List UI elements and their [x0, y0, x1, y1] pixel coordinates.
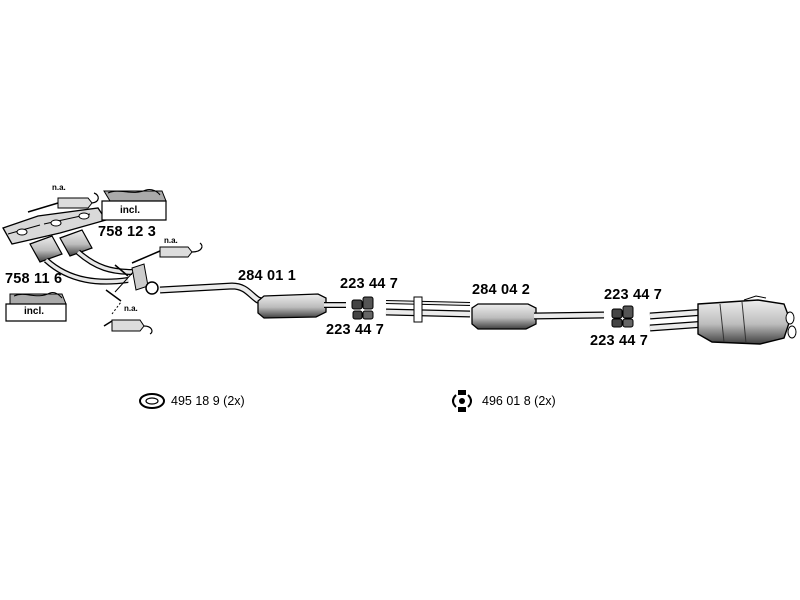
- incl-label-top: incl.: [120, 205, 141, 216]
- not-available-label-middle: n.a.: [164, 236, 178, 245]
- gasket-ring-icon: [139, 393, 165, 409]
- legend-rubber-mount-qty: (2x): [534, 394, 556, 408]
- part-number-middle-silencer[interactable]: 284 04 2: [472, 282, 531, 298]
- middle-silencer[interactable]: [385, 296, 605, 330]
- part-number-front-pipe[interactable]: 284 01 1: [238, 268, 297, 284]
- pipe-clamp-2[interactable]: [611, 305, 634, 328]
- part-number-clamp-1-top[interactable]: 223 44 7: [340, 276, 399, 292]
- part-number-clamp-2-bottom[interactable]: 223 44 7: [590, 333, 649, 349]
- part-number-manifold-left[interactable]: 758 11 6: [5, 271, 63, 287]
- not-available-label-bottom: n.a.: [124, 304, 138, 313]
- part-number-clamp-1-bottom[interactable]: 223 44 7: [326, 322, 385, 338]
- legend-rubber-mount-number: 496 01 8: [482, 394, 531, 408]
- oxygen-sensor-middle[interactable]: [131, 242, 203, 264]
- oxygen-sensor-top[interactable]: [27, 192, 99, 213]
- not-available-label-top: n.a.: [52, 183, 66, 192]
- legend-rubber-mount: 496 01 8 (2x): [482, 394, 556, 408]
- legend-gasket-qty: (2x): [223, 394, 245, 408]
- part-number-manifold-right[interactable]: 758 12 3: [98, 224, 157, 240]
- legend-gasket-number: 495 18 9: [171, 394, 220, 408]
- front-pipe[interactable]: [159, 282, 346, 319]
- legend-gasket: 495 18 9 (2x): [171, 394, 245, 408]
- part-number-clamp-2-top[interactable]: 223 44 7: [604, 287, 663, 303]
- incl-label-bottom: incl.: [24, 306, 45, 317]
- pipe-clamp-1[interactable]: [351, 296, 374, 320]
- gasket-kit-box-bottom[interactable]: [5, 292, 67, 322]
- oxygen-sensor-bottom[interactable]: [103, 301, 153, 335]
- exhaust-manifold[interactable]: [2, 207, 159, 302]
- rubber-mount-icon: [452, 390, 472, 412]
- gasket-kit-box-top[interactable]: [101, 189, 167, 221]
- rear-silencer[interactable]: [649, 295, 797, 345]
